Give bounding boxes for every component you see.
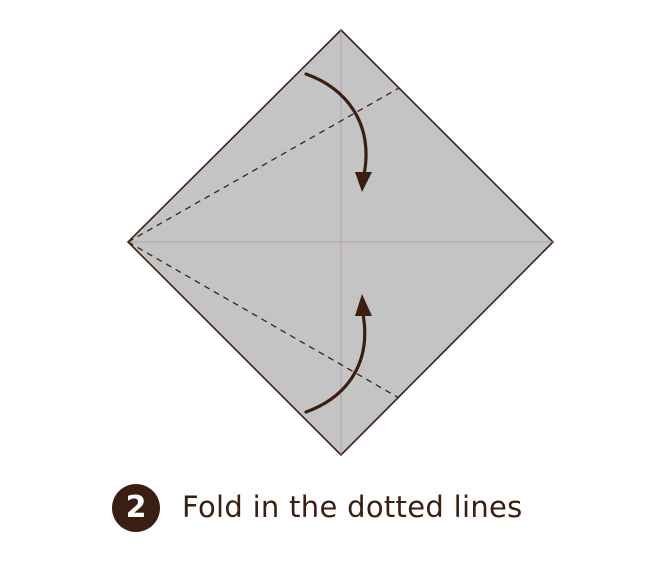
upper-dotted-fold-line — [127, 87, 400, 243]
lower-dotted-fold-line — [127, 241, 400, 399]
curved-arrow-down-icon — [304, 72, 372, 192]
curved-arrow-up-icon — [304, 294, 372, 414]
step-number: 2 — [125, 490, 147, 525]
step-caption: 2 Fold in the dotted lines — [112, 484, 523, 532]
step-number-badge: 2 — [112, 484, 160, 532]
origami-diagram — [126, 28, 555, 457]
step-instruction: Fold in the dotted lines — [182, 489, 523, 524]
